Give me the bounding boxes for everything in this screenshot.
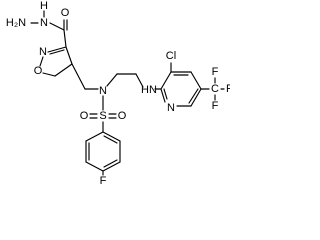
atom-label-cf3-f-top: F xyxy=(212,66,219,78)
atom-label-h2n: H₂N xyxy=(6,17,26,29)
atom-label-sulfonyl-o-left: O xyxy=(80,110,89,122)
atom-label-carbonyl-o: O xyxy=(61,7,70,19)
atom-label-cf3-f-bottom: F xyxy=(212,100,219,112)
atom-label-cf3-f-right: F xyxy=(226,83,230,95)
atom-labels: H₂N N H O N O N S O O HN Cl N C F F F F xyxy=(6,0,230,187)
atom-label-chloro: Cl xyxy=(166,50,176,62)
atom-label-sulfonyl-o-right: O xyxy=(118,110,127,122)
atom-label-isoxazoline-n: N xyxy=(39,46,47,58)
atom-label-aryl-nh: HN xyxy=(141,84,157,96)
atom-label-aryl-f: F xyxy=(100,175,107,187)
atom-label-hydrazide-h: H xyxy=(40,0,48,12)
atom-label-pyridine-n: N xyxy=(167,102,175,114)
atom-label-cf3-carbon: C xyxy=(211,83,219,95)
bond-lines xyxy=(30,10,225,176)
atom-label-isoxazoline-o: O xyxy=(34,65,43,77)
chemical-structure: H₂N N H O N O N S O O HN Cl N C F F F F xyxy=(6,0,230,187)
atom-label-hydrazide-n: N xyxy=(40,17,48,29)
atom-label-amine-n: N xyxy=(99,85,107,97)
atom-label-sulfonyl-s: S xyxy=(99,110,106,122)
